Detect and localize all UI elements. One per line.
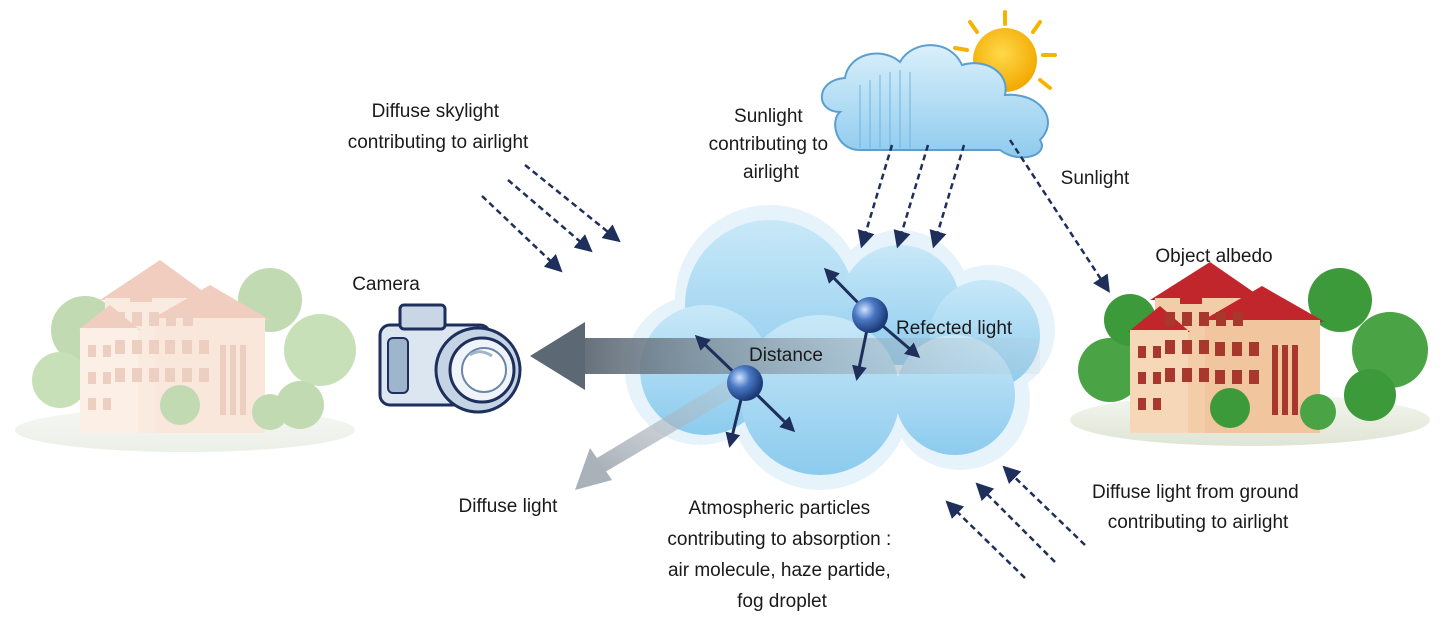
diffuse-ground-arrows: [945, 465, 1086, 579]
tree-icon: [32, 352, 88, 408]
tree-icon: [1352, 312, 1428, 388]
particle-lower: [694, 334, 796, 448]
left-building-scene: [15, 260, 356, 452]
tree-icon: [1308, 268, 1372, 332]
tree-icon: [276, 381, 324, 429]
sunlight-label: Sunlight: [1061, 168, 1130, 189]
sunlight-airlight-label: Sunlight contributing to airlight: [709, 106, 834, 183]
diffuse-ground-line-1: Diffuse light from ground: [1092, 482, 1299, 503]
right-building-scene: [1070, 262, 1430, 446]
sunlight-airlight-arrows: [857, 144, 966, 249]
atmospheric-line-3: air molecule, haze partide,: [668, 560, 891, 581]
atmospheric-line-1: Atmospheric particles: [689, 498, 871, 519]
tree-icon: [1078, 338, 1142, 402]
atmospheric-particles-label: Atmospheric particles contributing to ab…: [667, 498, 896, 612]
particle-upper: [823, 267, 921, 381]
diffuse-light-beam: [575, 375, 745, 490]
refected-light-label: Refected light: [896, 318, 1013, 339]
diffuse-skylight-label: Diffuse skylight contributing to airligh…: [348, 101, 529, 153]
tree-icon: [1344, 369, 1396, 421]
sunlight-airlight-line-1: Sunlight: [734, 106, 803, 127]
sunlight-arrow: [1008, 139, 1110, 293]
diffuse-ground-line-2: contributing to airlight: [1108, 512, 1289, 533]
building-icon: [1128, 262, 1325, 433]
tree-icon: [1210, 388, 1250, 428]
camera-icon: [378, 303, 522, 414]
tree-icon: [1300, 394, 1336, 430]
distance-beam: [530, 322, 1040, 390]
diffuse-skylight-line-1: Diffuse skylight: [372, 101, 500, 122]
diffuse-skylight-arrows: [481, 164, 621, 273]
tree-icon: [252, 394, 288, 430]
particle-icon: [852, 297, 888, 333]
camera-label: Camera: [352, 274, 420, 295]
diffuse-light-label: Diffuse light: [459, 496, 559, 517]
tree-icon: [160, 385, 200, 425]
object-albedo-label: Object albedo: [1155, 246, 1272, 267]
atmospheric-line-4: fog droplet: [737, 591, 828, 612]
diffuse-skylight-line-2: contributing to airlight: [348, 132, 529, 153]
tree-icon: [284, 314, 356, 386]
sunlight-airlight-line-3: airlight: [743, 162, 800, 183]
atmospheric-line-2: contributing to absorption :: [667, 529, 891, 550]
sunlight-airlight-line-2: contributing to: [709, 134, 828, 155]
cloud-icon: [820, 44, 1049, 159]
distance-label: Distance: [749, 345, 823, 366]
particle-icon: [727, 365, 763, 401]
diffuse-ground-label: Diffuse light from ground contributing t…: [1092, 482, 1304, 533]
